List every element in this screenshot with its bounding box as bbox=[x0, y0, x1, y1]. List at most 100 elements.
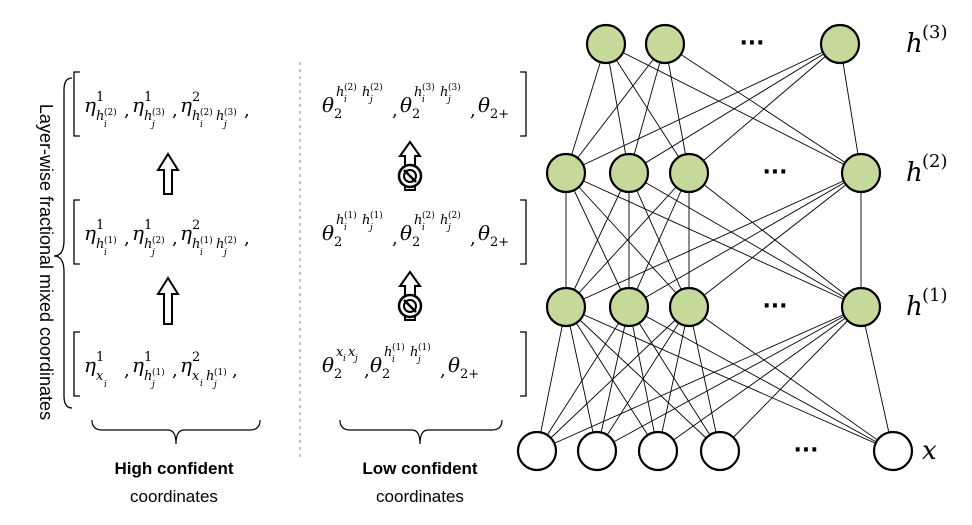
network-edge bbox=[628, 172, 690, 308]
theta-supsup: (3) bbox=[422, 82, 435, 93]
theta-superscript: h bbox=[414, 85, 422, 100]
network-edge bbox=[628, 43, 666, 174]
eta-subsub: j bbox=[150, 380, 155, 390]
comma: , bbox=[392, 228, 398, 249]
network-edge bbox=[628, 306, 721, 452]
row-bracket bbox=[73, 199, 80, 265]
eta-superscript: 1 bbox=[96, 350, 104, 365]
hidden-2-node bbox=[668, 152, 710, 194]
network-edge bbox=[688, 43, 841, 174]
theta-subscript: 2 bbox=[412, 107, 420, 122]
eta-subscript: x bbox=[192, 369, 200, 384]
theta-supsub: j bbox=[446, 223, 451, 233]
network-edge bbox=[657, 306, 862, 452]
low-subtitle: coordinates bbox=[376, 487, 464, 506]
theta-superscript: h bbox=[336, 213, 344, 228]
network-edge bbox=[565, 43, 841, 174]
hidden-3-label: h bbox=[906, 29, 923, 59]
eta-subsup: (1) bbox=[152, 367, 165, 378]
eta-subsub: i bbox=[200, 248, 203, 258]
theta-subscript: 2 bbox=[334, 235, 342, 250]
hidden-1-node bbox=[608, 286, 650, 328]
theta-supsub: i bbox=[344, 95, 347, 105]
theta-subscript: 2+ bbox=[460, 367, 479, 382]
network-edge bbox=[605, 43, 630, 174]
input-node bbox=[699, 430, 741, 472]
network-edge bbox=[565, 172, 630, 308]
eta-subscript: h bbox=[96, 237, 104, 252]
hidden-3-label-sup: (3) bbox=[922, 22, 948, 43]
eta-subsub: j bbox=[150, 120, 155, 130]
theta-supsub: j bbox=[446, 95, 451, 105]
theta-superscript: x bbox=[348, 345, 356, 360]
theta-supsup: (2) bbox=[448, 210, 461, 221]
theta-symbol: θ bbox=[400, 221, 412, 245]
side-label: Layer-wise fractional mixed coordinates bbox=[36, 104, 56, 420]
ellipsis: ··· bbox=[739, 31, 764, 56]
eta-symbol: η bbox=[180, 93, 192, 117]
theta-supsup: (1) bbox=[392, 342, 405, 353]
network-edge bbox=[536, 306, 567, 452]
comma: , bbox=[440, 360, 446, 381]
theta-superscript: h bbox=[410, 345, 418, 360]
theta-symbol: θ bbox=[322, 221, 334, 245]
eta-symbol: η bbox=[132, 93, 144, 117]
eta-subsup: (2) bbox=[152, 235, 165, 246]
theta-supsup: (1) bbox=[370, 210, 383, 221]
network-edge bbox=[628, 172, 862, 308]
network-edge bbox=[657, 306, 690, 452]
row-bracket bbox=[73, 331, 80, 397]
blocked-arrow-upper bbox=[397, 140, 423, 191]
theta-superscript: x bbox=[336, 345, 344, 360]
eta-symbol: η bbox=[180, 221, 192, 245]
eta-subsub: i bbox=[104, 248, 107, 258]
eta-symbol: η bbox=[84, 93, 96, 117]
theta-superscript: h bbox=[440, 85, 448, 100]
hidden-1-node bbox=[545, 286, 587, 328]
theta-supsup: (3) bbox=[448, 82, 461, 93]
network-edge bbox=[605, 43, 690, 174]
theta-supsub: i bbox=[392, 355, 395, 365]
theta-supsup: (2) bbox=[370, 82, 383, 93]
eta-subscript: h bbox=[144, 237, 152, 252]
low-title: Low confident bbox=[362, 459, 478, 478]
network-edge bbox=[860, 306, 894, 452]
network-edge bbox=[536, 306, 690, 452]
eta-subscript: h bbox=[96, 109, 104, 124]
hidden-2-node bbox=[608, 152, 650, 194]
theta-supsub: j bbox=[416, 355, 421, 365]
hidden-1-label-sup: (1) bbox=[922, 285, 948, 306]
side-brace bbox=[53, 77, 73, 409]
network-edge bbox=[664, 43, 862, 174]
network: ···h(3)···h(2)···h(1)···x bbox=[516, 22, 948, 472]
theta-superscript: h bbox=[440, 213, 448, 228]
eta-subsup: (2) bbox=[104, 107, 117, 118]
comma: , bbox=[124, 100, 130, 121]
eta-subsub: i bbox=[200, 120, 203, 130]
network-edge bbox=[839, 43, 862, 174]
row-bracket bbox=[520, 199, 527, 265]
eta-subsub: j bbox=[222, 120, 227, 130]
theta-subscript: 2+ bbox=[490, 107, 509, 122]
eta-subscript: h bbox=[216, 237, 224, 252]
eta-subsup: (1) bbox=[200, 235, 213, 246]
ellipsis: ··· bbox=[762, 160, 787, 185]
hidden-2-label: h bbox=[906, 158, 923, 188]
up-arrow-upper bbox=[156, 152, 180, 195]
eta-superscript: 1 bbox=[144, 350, 152, 365]
theta-superscript: h bbox=[414, 213, 422, 228]
theta-supsub: j bbox=[368, 95, 373, 105]
eta-subscript: h bbox=[192, 237, 200, 252]
theta-supsub: i bbox=[422, 95, 425, 105]
eta-subscript: h bbox=[192, 109, 200, 124]
input-node bbox=[516, 430, 558, 472]
comma: , bbox=[172, 228, 178, 249]
comma: , bbox=[124, 228, 130, 249]
comma: , bbox=[392, 100, 398, 121]
theta-superscript: h bbox=[362, 213, 370, 228]
comma: , bbox=[244, 100, 250, 121]
low-brace bbox=[339, 419, 503, 445]
network-edge bbox=[565, 43, 607, 174]
